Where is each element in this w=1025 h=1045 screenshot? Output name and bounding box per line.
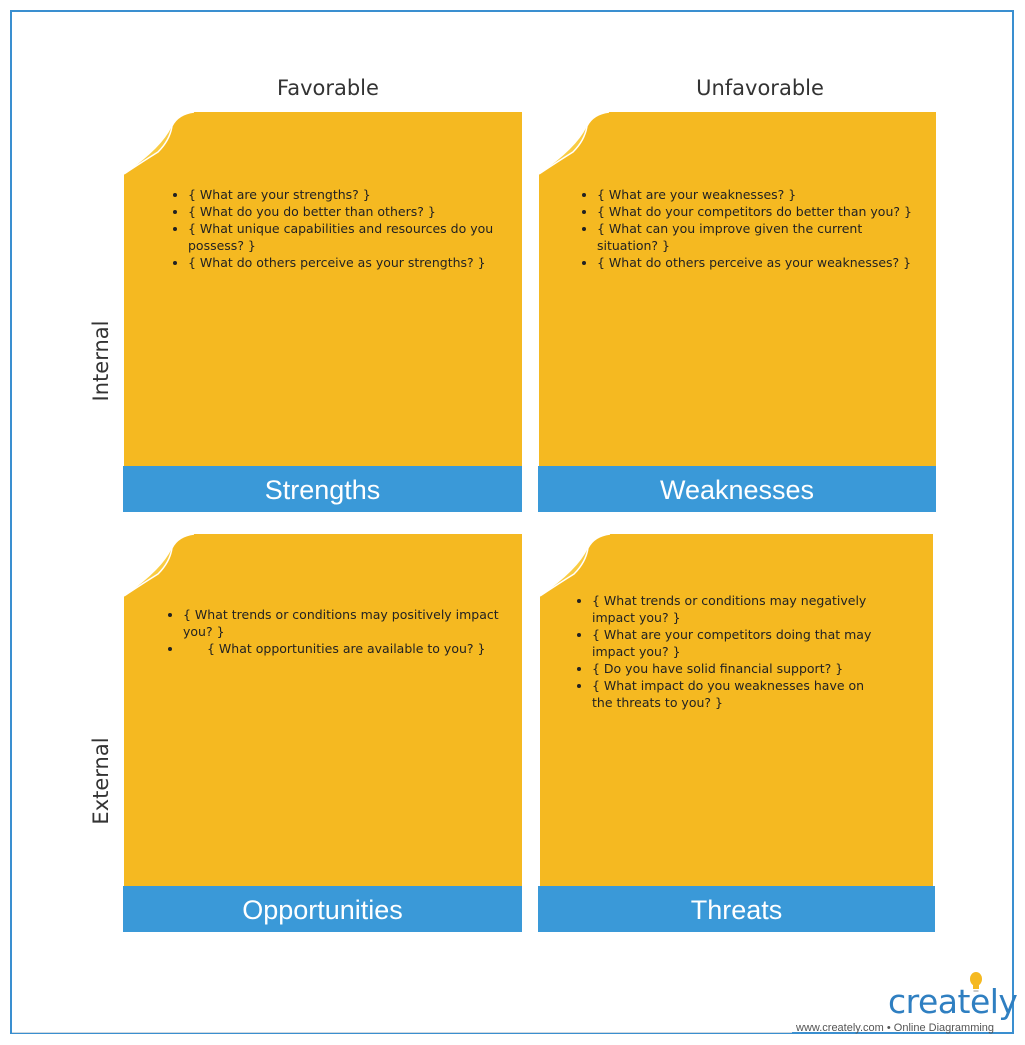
list-item: { Do you have solid financial support? } — [592, 660, 882, 677]
column-header-favorable: Favorable — [277, 76, 379, 100]
opportunities-list: { What trends or conditions may positive… — [169, 606, 505, 657]
weaknesses-note[interactable]: { What are your weaknesses? } { What do … — [539, 112, 936, 466]
creately-logo[interactable]: creately — [888, 972, 1018, 1022]
opportunities-banner: Opportunities — [123, 886, 522, 932]
lightbulb-icon — [970, 972, 982, 992]
list-item: { What trends or conditions may positive… — [183, 606, 505, 640]
logo-wordmark: creately — [888, 982, 1018, 1021]
list-item: { What do your competitors do better tha… — [597, 203, 927, 220]
list-item: { What are your weaknesses? } — [597, 186, 927, 203]
sticky-note-paper — [539, 112, 936, 466]
sticky-note-paper — [124, 534, 522, 886]
column-header-unfavorable: Unfavorable — [696, 76, 824, 100]
threats-banner: Threats — [538, 886, 935, 932]
strengths-banner: Strengths — [123, 466, 522, 512]
list-item: { What are your strengths? } — [188, 186, 504, 203]
list-item: { What opportunities are available to yo… — [183, 640, 505, 657]
row-header-internal: Internal — [89, 320, 113, 402]
diagram-frame — [10, 10, 1014, 1034]
sticky-note-paper — [124, 112, 522, 466]
list-item: { What can you improve given the current… — [597, 220, 927, 254]
list-item: { What do others perceive as your streng… — [188, 254, 504, 271]
list-item: { What trends or conditions may negative… — [592, 592, 882, 626]
list-item: { What do you do better than others? } — [188, 203, 504, 220]
strengths-list: { What are your strengths? } { What do y… — [174, 186, 504, 271]
list-item: { What impact do you weaknesses have on … — [592, 677, 882, 711]
list-item: { What do others perceive as your weakne… — [597, 254, 927, 271]
threats-list: { What trends or conditions may negative… — [578, 592, 882, 711]
footer-rule — [12, 1032, 792, 1033]
opportunities-note[interactable]: { What trends or conditions may positive… — [124, 534, 522, 886]
weaknesses-list: { What are your weaknesses? } { What do … — [583, 186, 927, 271]
list-item: { What unique capabilities and resources… — [188, 220, 504, 254]
footer-tagline[interactable]: www.creately.com • Online Diagramming — [796, 1022, 995, 1034]
weaknesses-banner: Weaknesses — [538, 466, 936, 512]
list-item: { What are your competitors doing that m… — [592, 626, 882, 660]
sticky-note-paper — [540, 534, 933, 886]
strengths-note[interactable]: { What are your strengths? } { What do y… — [124, 112, 522, 466]
row-header-external: External — [89, 737, 113, 825]
threats-note[interactable]: { What trends or conditions may negative… — [540, 534, 933, 886]
